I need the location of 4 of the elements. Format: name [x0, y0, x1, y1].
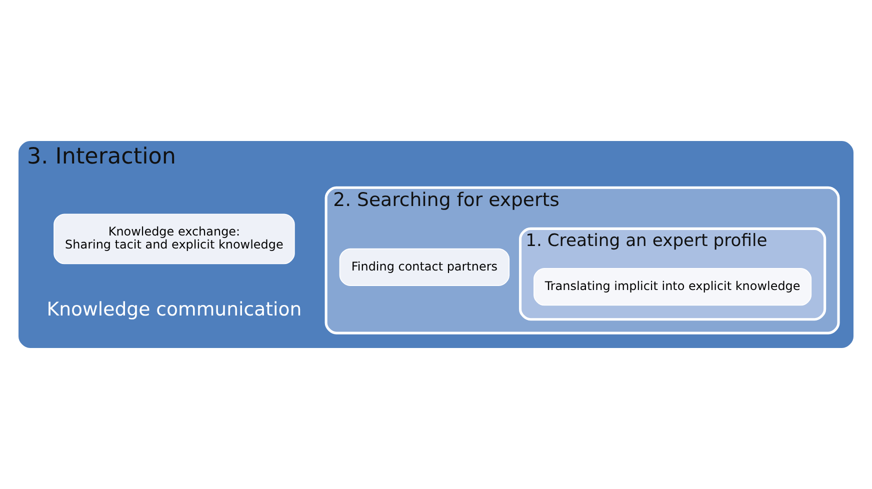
- node-box: Knowledge exchange: Sharing tacit and explicit knowledge: [54, 214, 295, 264]
- label: Knowledge communication: [46, 300, 302, 321]
- node-box: Finding contact partners: [339, 248, 510, 286]
- node-box: Translating implicit into explicit knowledge: [534, 268, 812, 306]
